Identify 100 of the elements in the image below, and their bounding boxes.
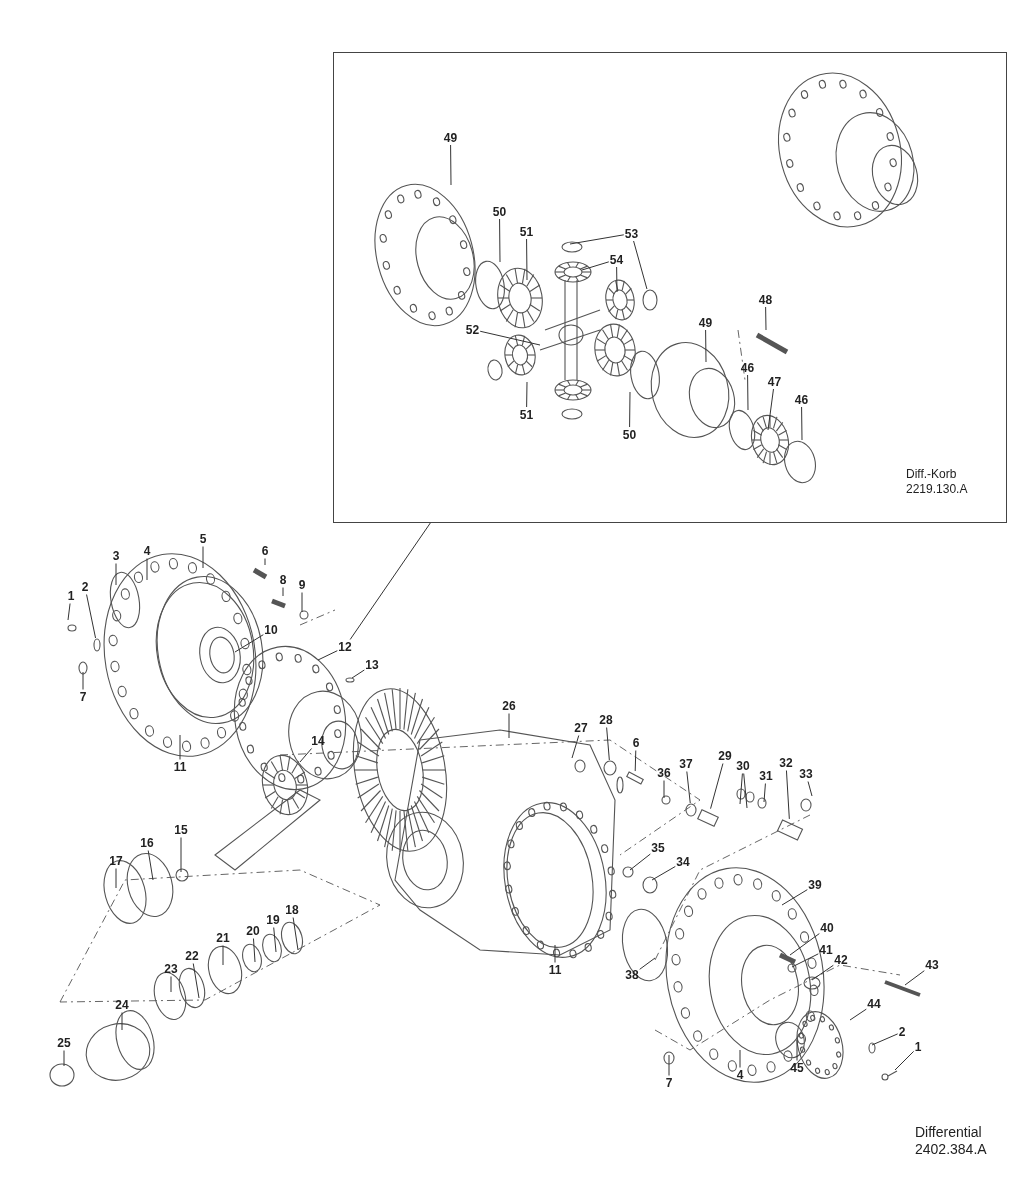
leader-line: [82, 671, 84, 690]
callout-number: 12: [338, 640, 352, 654]
leader-line: [63, 1050, 65, 1067]
leader-line: [299, 748, 313, 763]
leader-line: [146, 558, 148, 581]
leader-line: [634, 750, 637, 772]
callout-number: 51: [519, 225, 534, 238]
leader-line: [121, 1012, 123, 1031]
callout-number: 11: [548, 963, 562, 977]
callout-number: 50: [492, 205, 507, 218]
callout-number: 24: [115, 998, 129, 1012]
leader-line: [629, 391, 631, 428]
callout-number: 18: [285, 903, 299, 917]
plug-drawing: [685, 803, 697, 817]
callout-number: 4: [143, 544, 151, 558]
drawing-caption: Differential 2402.384.A: [915, 1124, 988, 1158]
leader-line: [651, 865, 676, 881]
leader-line: [789, 933, 820, 956]
leader-line: [170, 976, 172, 993]
callout-number: 49: [443, 131, 458, 144]
callout-number: 11: [173, 760, 187, 774]
callout-number: 42: [834, 953, 848, 967]
callout-number: 14: [311, 734, 325, 748]
leader-line: [253, 938, 256, 963]
callout-number: 46: [740, 361, 755, 374]
leader-line: [796, 1039, 798, 1061]
leader-line: [606, 727, 610, 761]
callout-number: 43: [925, 958, 939, 972]
leader-line: [554, 944, 556, 963]
callout-number: 19: [266, 913, 280, 927]
callout-number: 29: [718, 749, 732, 763]
callout-number: 32: [779, 756, 793, 770]
callout-number: 23: [164, 962, 178, 976]
callout-number: 4: [736, 1068, 744, 1082]
callout-number: 25: [57, 1036, 71, 1050]
callout-number: 48: [758, 293, 773, 306]
leader-line: [180, 837, 182, 873]
leader-line: [351, 669, 365, 679]
leader-line: [317, 650, 338, 661]
leader-line: [616, 266, 618, 293]
leader-line: [739, 1049, 741, 1068]
callout-number: 33: [799, 767, 813, 781]
leader-line: [571, 735, 580, 759]
leader-line: [807, 781, 813, 797]
callout-number: 37: [679, 757, 693, 771]
callout-number: 10: [264, 623, 278, 637]
leader-line: [450, 144, 452, 186]
callout-number: 47: [767, 375, 782, 388]
callout-number: 50: [622, 428, 637, 441]
leader-line: [569, 234, 625, 245]
leader-line: [301, 592, 303, 613]
leader-line: [202, 546, 204, 569]
callout-number: 15: [174, 823, 188, 837]
callout-number: 9: [298, 578, 306, 592]
leader-line: [710, 763, 724, 810]
callout-number: 51: [519, 408, 534, 421]
leader-line: [811, 964, 834, 981]
callout-number: 17: [109, 854, 123, 868]
leader-line: [668, 1054, 670, 1076]
plug-drawing: [603, 760, 617, 776]
callout-number: 45: [790, 1061, 804, 1075]
leader-line: [629, 853, 651, 871]
leader-line: [801, 406, 803, 441]
leader-line: [894, 1050, 915, 1071]
leader-line: [479, 330, 541, 346]
callout-number: 1: [914, 1040, 922, 1054]
callout-number: 40: [820, 921, 834, 935]
callout-number: 7: [79, 690, 87, 704]
callout-number: 34: [676, 855, 690, 869]
callout-number: 6: [261, 544, 269, 558]
callout-number: 28: [599, 713, 613, 727]
callout-number: 53: [624, 227, 639, 240]
callout-number: 8: [279, 573, 287, 587]
leader-line: [904, 970, 925, 986]
leader-line: [147, 850, 154, 881]
leader-line: [115, 868, 117, 889]
inset-caption: Diff.-Korb 2219.130.A: [906, 467, 969, 497]
callout-number: 13: [365, 658, 379, 672]
callout-number: 27: [574, 721, 588, 735]
callout-number: 31: [759, 769, 773, 783]
leader-line: [581, 261, 610, 271]
leader-line: [791, 953, 819, 968]
callout-number: 26: [502, 699, 516, 713]
leader-line: [767, 388, 774, 431]
leader-line: [871, 1033, 899, 1046]
callout-number: 3: [112, 549, 120, 563]
callout-number: 38: [625, 968, 639, 982]
callout-number: 16: [140, 836, 154, 850]
callout-number: 2: [898, 1025, 906, 1039]
callout-number: 39: [808, 878, 822, 892]
bolt-drawing: [881, 1070, 898, 1081]
leader-line: [526, 238, 528, 281]
inset-frame: [333, 52, 1007, 523]
leader-line: [273, 927, 277, 953]
callout-number: 35: [651, 841, 665, 855]
leader-line: [192, 963, 200, 999]
callout-number: 7: [665, 1076, 673, 1090]
callout-number: 6: [632, 736, 640, 750]
leader-line: [785, 770, 790, 820]
callout-number: 5: [199, 532, 207, 546]
